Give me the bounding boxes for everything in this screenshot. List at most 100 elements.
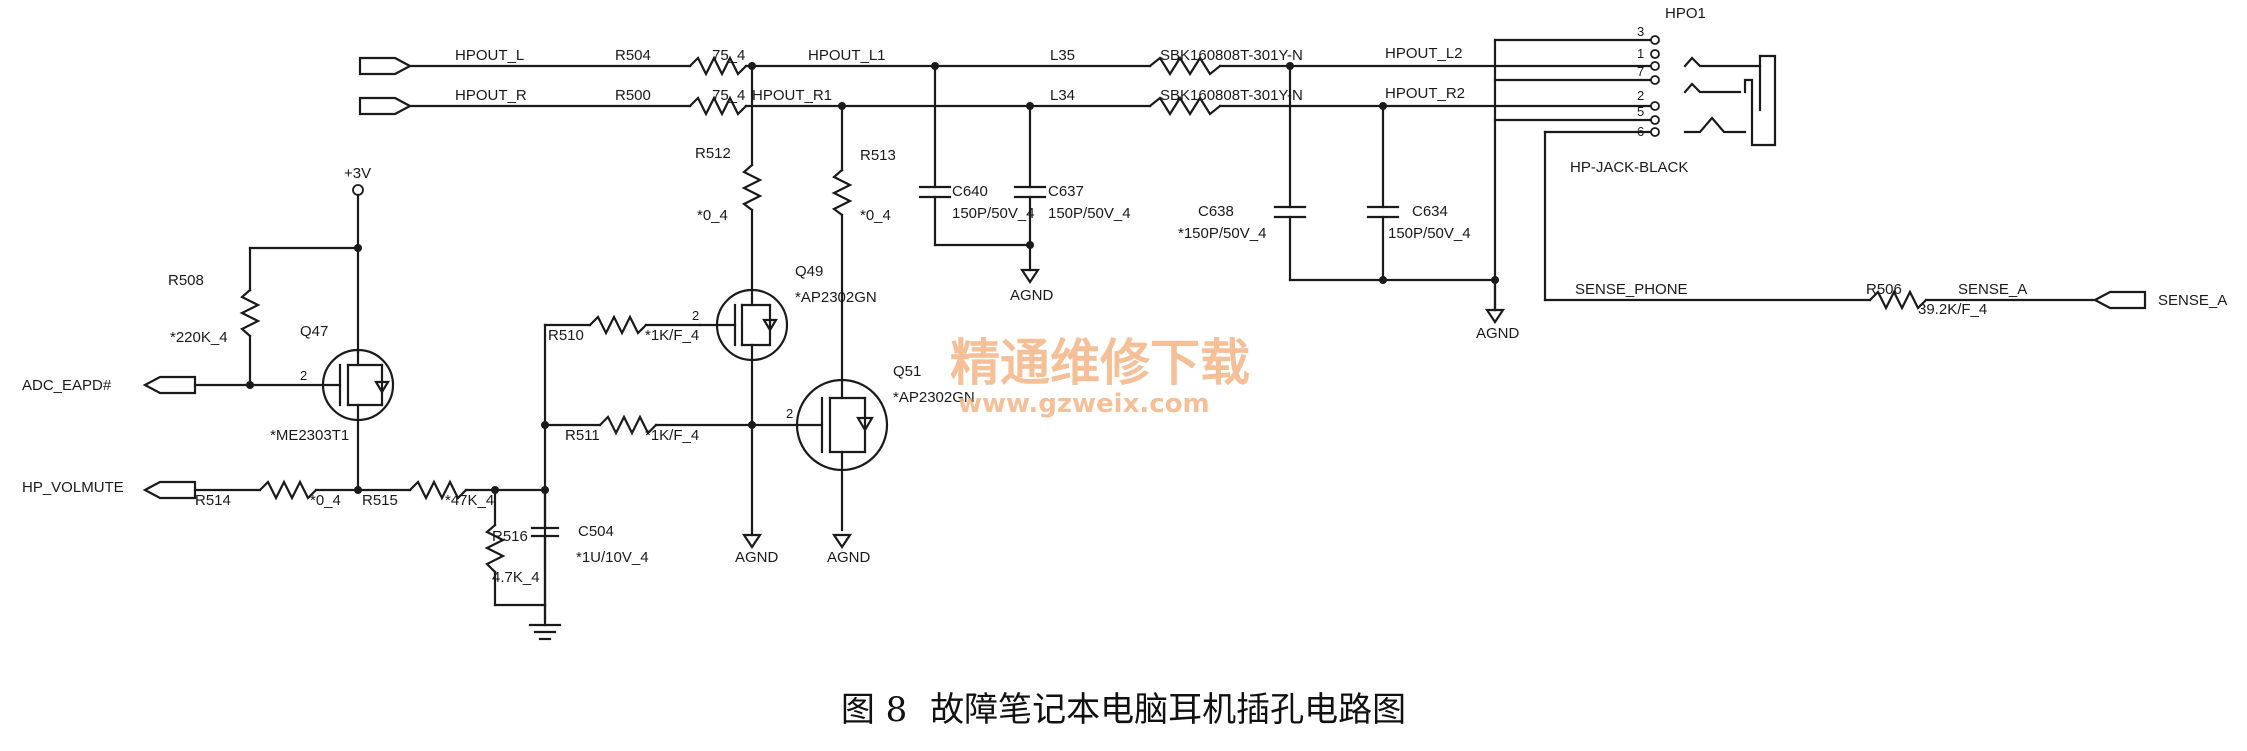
part-label-r511: R511 <box>565 427 600 444</box>
part-value-c640: 150P/50V_4 <box>952 205 1035 222</box>
part-value-l34: SBK160808T-301Y-N <box>1160 87 1303 104</box>
transistor-q47 <box>248 348 395 492</box>
gnd-label: AGND <box>827 549 871 566</box>
ground-symbol <box>831 533 853 549</box>
jack-label: HP-JACK-BLACK <box>1570 159 1688 176</box>
port-hpout-l <box>358 56 692 76</box>
headphone-jack-hpo1 <box>1493 35 1777 312</box>
resistor-r516 <box>484 523 506 574</box>
part-value-r512: *0_4 <box>697 207 728 224</box>
caption-fig-number: 图 8 <box>840 690 908 730</box>
junction-dot <box>748 421 756 429</box>
transistor-q49 <box>698 288 789 532</box>
net-label-hpout-r2: HPOUT_R2 <box>1385 85 1465 102</box>
pin-label-6: 6 <box>1637 124 1644 139</box>
power-terminal <box>352 184 364 196</box>
junction-dot <box>541 421 549 429</box>
inductor-l34 <box>1148 95 1222 117</box>
junction-dot <box>354 486 362 494</box>
pin-label-q51-gate: 2 <box>786 406 793 421</box>
inductor-l35 <box>1148 55 1222 77</box>
part-value-r508: *220K_4 <box>170 329 228 346</box>
ground-symbol <box>1484 308 1506 324</box>
pin-label-1: 1 <box>1637 46 1644 61</box>
resistor-r511 <box>598 414 658 436</box>
pin-label-q47-gate: 2 <box>300 368 307 383</box>
part-label-r516: R516 <box>492 528 528 545</box>
part-value-q51: *AP2302GN <box>893 389 975 406</box>
part-value-r516: 4.7K_4 <box>492 569 540 586</box>
part-label-c640: C640 <box>952 183 988 200</box>
resistor-r514 <box>258 479 318 501</box>
net-label-sense-phone: SENSE_PHONE <box>1575 281 1688 298</box>
part-value-r500: 75_4 <box>712 87 745 104</box>
part-value-r511: *1K/F_4 <box>645 427 699 444</box>
capacitor-c634 <box>1366 104 1400 282</box>
part-label-r510: R510 <box>548 327 584 344</box>
part-label-r515: R515 <box>362 492 398 509</box>
port-hp-volmute <box>142 480 262 500</box>
part-label-r514: R514 <box>195 492 231 509</box>
part-label-r504: R504 <box>615 47 651 64</box>
part-label-c634: C634 <box>1412 203 1448 220</box>
ground-symbol <box>741 533 763 549</box>
resistor-r508 <box>239 288 261 338</box>
part-value-r515: *47K_4 <box>445 492 494 509</box>
pin-label-5: 5 <box>1637 104 1644 119</box>
part-value-c504: *1U/10V_4 <box>576 549 649 566</box>
part-label-c637: C637 <box>1048 183 1084 200</box>
pin-label-7: 7 <box>1637 64 1644 79</box>
part-label-r513: R513 <box>860 147 896 164</box>
part-label-q51: Q51 <box>893 363 921 380</box>
net-label-hpout-l2: HPOUT_L2 <box>1385 45 1463 62</box>
net-label-sense-a: SENSE_A <box>1958 281 2027 298</box>
caption-title: 故障笔记本电脑耳机插孔电路图 <box>930 690 1407 730</box>
resistor-r512 <box>741 163 763 212</box>
part-value-r514: *0_4 <box>310 492 341 509</box>
part-value-r506: 39.2K/F_4 <box>1918 301 1987 318</box>
part-label-q47: Q47 <box>300 323 328 340</box>
gnd-label: AGND <box>735 549 779 566</box>
part-label-c504: C504 <box>578 523 614 540</box>
ground-symbol <box>1019 268 1041 284</box>
net-label-hpout-l1: HPOUT_L1 <box>808 47 886 64</box>
resistor-r515 <box>408 479 468 501</box>
part-label-r508: R508 <box>168 272 204 289</box>
part-value-c638: *150P/50V_4 <box>1178 225 1266 242</box>
pin-label-3: 3 <box>1637 24 1644 39</box>
part-label-q49: Q49 <box>795 263 823 280</box>
part-value-r504: 75_4 <box>712 47 745 64</box>
figure-caption: 图 8 故障笔记本电脑耳机插孔电路图 <box>0 682 2247 731</box>
resistor-r500 <box>688 95 748 117</box>
capacitor-c640 <box>918 64 952 247</box>
watermark-cn: 精通维修下载 <box>950 334 1250 392</box>
part-label-c638: C638 <box>1198 203 1234 220</box>
part-value-c637: 150P/50V_4 <box>1048 205 1131 222</box>
watermark-url: www.gzweix.com <box>958 389 1210 419</box>
net-label-hpout-r1: HPOUT_R1 <box>752 87 832 104</box>
part-value-r510: *1K/F_4 <box>645 327 699 344</box>
gnd-label: AGND <box>1476 325 1520 342</box>
resistor-r510 <box>588 314 648 336</box>
pin-label-q49-gate: 2 <box>692 308 699 323</box>
pin-label-2: 2 <box>1637 88 1644 103</box>
junction-dot <box>1379 276 1387 284</box>
part-value-c634: 150P/50V_4 <box>1388 225 1471 242</box>
net-label-adc-eapd: ADC_EAPD# <box>22 377 112 394</box>
port-sense-a <box>2092 290 2147 310</box>
junction-dot <box>1026 241 1034 249</box>
resistor-r513 <box>831 168 853 217</box>
part-label-l34: L34 <box>1050 87 1075 104</box>
transistor-q51 <box>750 378 889 532</box>
part-label-r506: R506 <box>1866 281 1902 298</box>
port-label-sense-a: SENSE_A <box>2158 292 2227 309</box>
net-label-hp-volmute: HP_VOLMUTE <box>22 479 124 496</box>
part-label-l35: L35 <box>1050 47 1075 64</box>
gnd-label: AGND <box>1010 287 1054 304</box>
earth-ground-symbol <box>528 603 562 641</box>
capacitor-c638 <box>1273 64 1307 282</box>
resistor-r504 <box>688 55 748 77</box>
part-value-q49: *AP2302GN <box>795 289 877 306</box>
net-label-hpout-r: HPOUT_R <box>455 87 527 104</box>
